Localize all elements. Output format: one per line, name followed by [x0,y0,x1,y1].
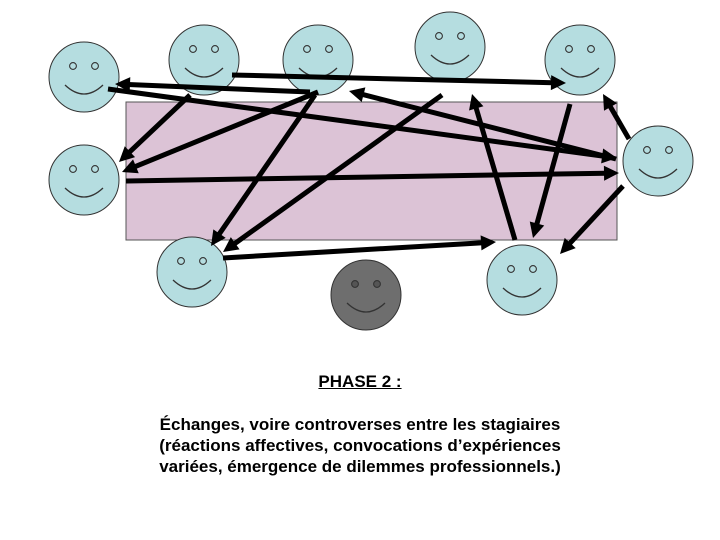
description-line-3: variées, émergence de dilemmes professio… [159,457,561,476]
trainer-face-icon [330,259,402,331]
exchange-arrow [603,94,632,141]
exchange-arrow [125,165,619,184]
exchange-arrow [211,93,318,246]
exchange-arrow [115,77,311,95]
description-line-1: Échanges, voire controverses entre les s… [159,415,561,434]
exchange-arrow [122,89,319,174]
exchange-arrows [107,72,632,261]
participant-face-icon [622,125,694,197]
participant-face-icon [48,144,120,216]
participants [48,11,694,331]
phase-description: Échanges, voire controverses entre les s… [0,414,720,477]
participant-face-icon [414,11,486,83]
exchange-arrow [223,92,444,252]
participant-face-icon [544,24,616,96]
participant-face-icon [168,24,240,96]
exchange-arrow [560,184,625,254]
exchange-arrow [469,94,518,241]
phase-title: PHASE 2 : [318,372,402,391]
exchange-arrow [222,235,496,261]
description-line-2: (réactions affectives, convocations d’ex… [159,436,561,455]
participant-face-icon [282,24,354,96]
participant-face-icon [48,41,120,113]
participant-face-icon [156,236,228,308]
exchange-arrow [119,93,192,162]
participant-face-icon [486,244,558,316]
exchange-arrow [231,72,566,91]
exchange-arrow [349,87,617,162]
exchange-arrow [529,103,573,238]
classroom-diagram [48,11,694,331]
